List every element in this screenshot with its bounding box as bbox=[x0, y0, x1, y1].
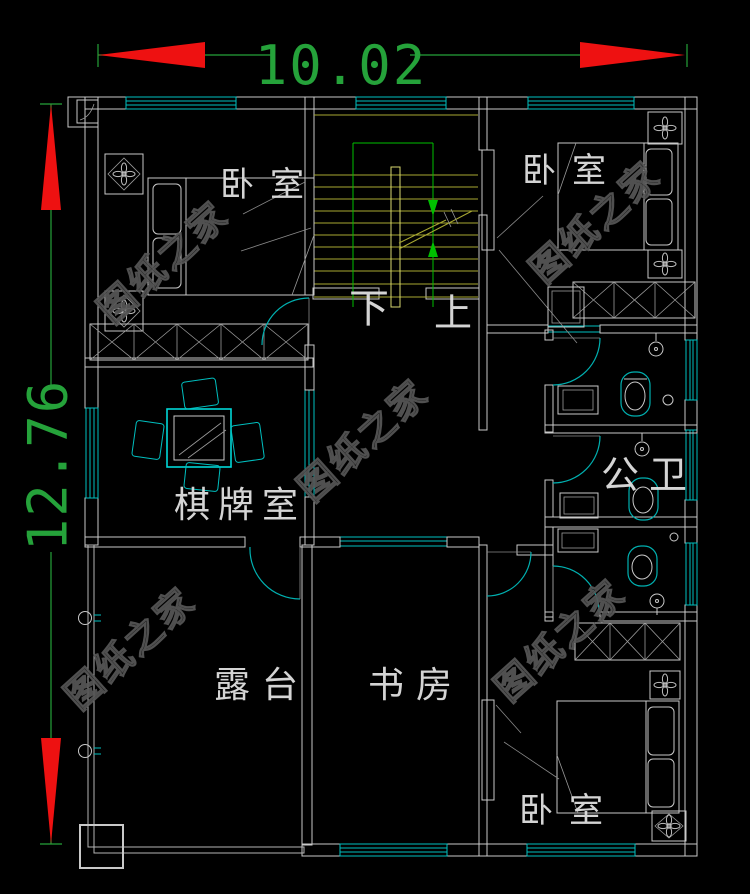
stair-break-line bbox=[398, 210, 473, 250]
nightstand bbox=[104, 153, 144, 195]
toilet-icon bbox=[627, 545, 658, 587]
watermark-text: 图纸之家 bbox=[89, 193, 237, 332]
plant-icon bbox=[112, 162, 136, 186]
arrow-down-icon bbox=[41, 738, 61, 844]
window-right-bath2 bbox=[685, 429, 698, 501]
window-top-right bbox=[527, 96, 635, 110]
sink bbox=[557, 385, 599, 415]
stair-treads bbox=[314, 174, 478, 298]
door-leaf bbox=[481, 149, 495, 251]
watermark-text: 图纸之家 bbox=[56, 579, 204, 718]
door-arc bbox=[552, 565, 600, 613]
dimension-top: 10.02 bbox=[97, 34, 688, 97]
sink bbox=[559, 492, 599, 519]
sink bbox=[557, 528, 599, 553]
stair-direction-up-icon bbox=[428, 241, 438, 257]
shower-icon bbox=[648, 333, 664, 357]
room-label-public-bath: 公卫 bbox=[601, 453, 697, 497]
room-label-bedroom-top-right: 卧室 bbox=[522, 151, 622, 191]
drain-icon bbox=[662, 394, 674, 406]
dimension-top-value: 10.02 bbox=[255, 34, 428, 97]
bedroom-top-right: 卧室 bbox=[481, 111, 696, 344]
study: 书房 bbox=[301, 544, 464, 846]
dimension-left-value: 12.76 bbox=[17, 379, 80, 552]
bedroom-bottom-right: 卧室 bbox=[481, 551, 687, 842]
bathroom-top bbox=[552, 333, 674, 417]
window-bottom-bedroom bbox=[526, 843, 636, 857]
drain-pipe-icon bbox=[78, 744, 101, 758]
window-bottom-study bbox=[339, 843, 448, 857]
toilet-icon bbox=[620, 371, 651, 417]
plant-icon bbox=[653, 673, 677, 697]
chair bbox=[131, 420, 165, 460]
arrow-up-icon bbox=[41, 104, 61, 210]
chair bbox=[181, 377, 219, 410]
stairwell-opening bbox=[352, 142, 434, 307]
door-arc bbox=[249, 546, 301, 600]
shower-icon bbox=[634, 433, 650, 457]
chair bbox=[183, 462, 221, 492]
stair-up-label: 上 bbox=[434, 291, 472, 335]
bathroom-ensuite bbox=[552, 528, 679, 615]
window-left-gameroom bbox=[85, 407, 99, 499]
room-label-study: 书房 bbox=[368, 665, 464, 706]
plant-icon bbox=[653, 116, 677, 140]
room-label-game-room: 棋牌室 bbox=[174, 485, 306, 526]
wardrobe bbox=[574, 622, 681, 661]
drain-icon bbox=[669, 532, 679, 542]
window-right-ensuite bbox=[685, 542, 698, 606]
bed bbox=[556, 700, 680, 814]
windows bbox=[85, 96, 698, 857]
room-label-bedroom-top-left: 卧室 bbox=[220, 165, 320, 205]
arrow-left-icon bbox=[98, 42, 205, 68]
nightstand bbox=[104, 290, 144, 332]
door-arc bbox=[261, 297, 310, 346]
door-leaf bbox=[481, 699, 495, 801]
stair-down-label: 下 bbox=[349, 286, 389, 332]
column bbox=[79, 824, 124, 869]
nightstand bbox=[649, 670, 681, 700]
bedroom-top-left: 卧室 bbox=[89, 153, 320, 361]
watermark-text: 图纸之家 bbox=[289, 371, 437, 510]
wardrobe bbox=[89, 323, 309, 361]
room-label-bedroom-bottom-right: 卧室 bbox=[519, 791, 619, 831]
stair-direction-down-icon bbox=[428, 200, 438, 216]
bed bbox=[557, 142, 679, 251]
wardrobe bbox=[572, 281, 696, 319]
arrow-right-icon bbox=[580, 42, 685, 68]
watermark-text: 图纸之家 bbox=[486, 571, 634, 710]
toilet-icon bbox=[628, 477, 659, 521]
plant-icon bbox=[657, 814, 681, 838]
stair-railing bbox=[390, 166, 401, 308]
shower-icon bbox=[649, 593, 665, 615]
chair bbox=[230, 421, 265, 463]
window-top-left bbox=[125, 96, 237, 110]
nightstand bbox=[651, 810, 687, 842]
terrace: 露台 bbox=[78, 546, 310, 758]
door-arc bbox=[486, 551, 532, 597]
nightstand bbox=[647, 111, 683, 145]
dimension-left: 12.76 bbox=[17, 103, 80, 845]
door-arc bbox=[552, 435, 601, 484]
room-label-terrace: 露台 bbox=[214, 665, 310, 706]
window-right-bath1 bbox=[685, 339, 698, 401]
plant-icon bbox=[653, 252, 677, 276]
bed bbox=[147, 177, 315, 296]
staircase: 下 上 bbox=[314, 114, 478, 335]
window-top-stairs bbox=[355, 96, 447, 110]
drain-pipe-icon bbox=[78, 611, 101, 625]
window-hall-south bbox=[339, 536, 448, 547]
door-arc bbox=[552, 337, 601, 386]
table bbox=[166, 408, 232, 468]
nightstand bbox=[647, 249, 683, 279]
dresser bbox=[547, 286, 585, 328]
game-room: 棋牌室 bbox=[131, 377, 306, 526]
bathroom-public: 公卫 bbox=[552, 433, 697, 521]
